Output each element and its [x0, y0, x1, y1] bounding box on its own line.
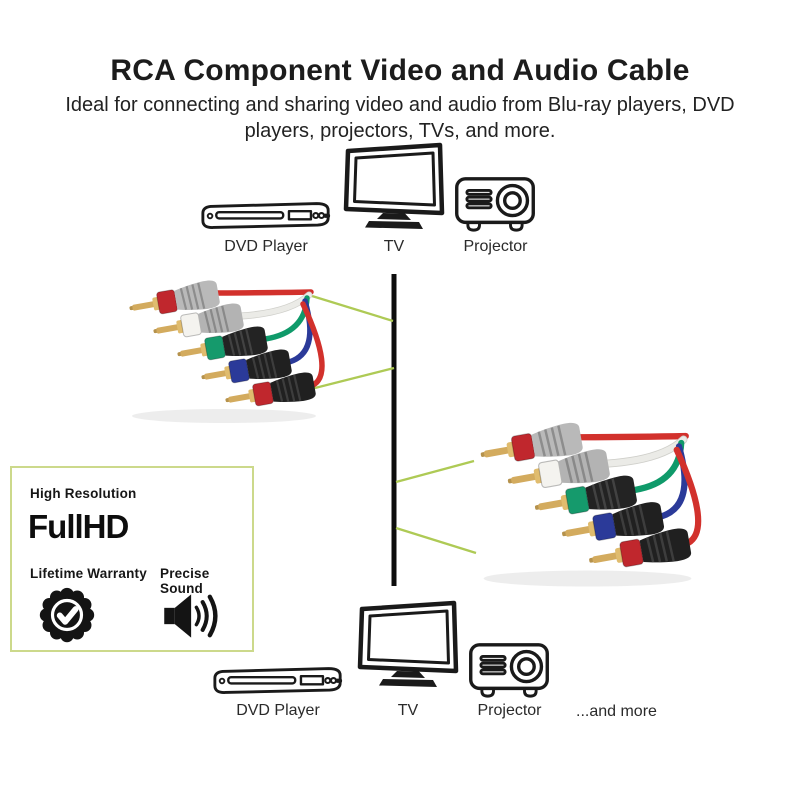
dvd-player-icon — [200, 201, 332, 231]
page-subtitle: Ideal for connecting and sharing video a… — [30, 92, 770, 145]
feature-box: High Resolution FullHD Lifetime Warranty… — [10, 466, 254, 652]
and-more-label: ...and more — [576, 703, 657, 720]
dvd-player-icon — [212, 666, 344, 696]
page-title: RCA Component Video and Audio Cable — [110, 54, 690, 88]
feature-lifetime-warranty-label: Lifetime Warranty — [30, 566, 147, 581]
top-device-label-dvd: DVD Player — [224, 238, 308, 255]
rca-component-cable-image-left — [129, 280, 325, 423]
speaker-icon — [162, 592, 226, 640]
feature-precise-sound-label: Precise Sound — [160, 566, 210, 596]
rca-component-cable-image-right — [480, 422, 702, 587]
fullhd-logo: FullHD — [28, 508, 129, 545]
page-subtitle-text: Ideal for connecting and sharing video a… — [65, 94, 735, 143]
top-device-label-projector: Projector — [463, 238, 528, 255]
bottom-device-label-dvd: DVD Player — [236, 702, 320, 719]
top-device-label-tv: TV — [383, 238, 405, 255]
tv-icon — [355, 600, 461, 696]
projector-icon — [468, 638, 550, 700]
projector-icon — [454, 172, 536, 234]
warranty-badge-icon — [38, 586, 96, 644]
feature-high-resolution-label: High Resolution — [30, 486, 137, 501]
tv-icon — [341, 142, 447, 238]
bottom-device-label-projector: Projector — [477, 702, 542, 719]
bottom-device-label-tv: TV — [397, 702, 419, 719]
cable-run-bar — [391, 274, 397, 586]
